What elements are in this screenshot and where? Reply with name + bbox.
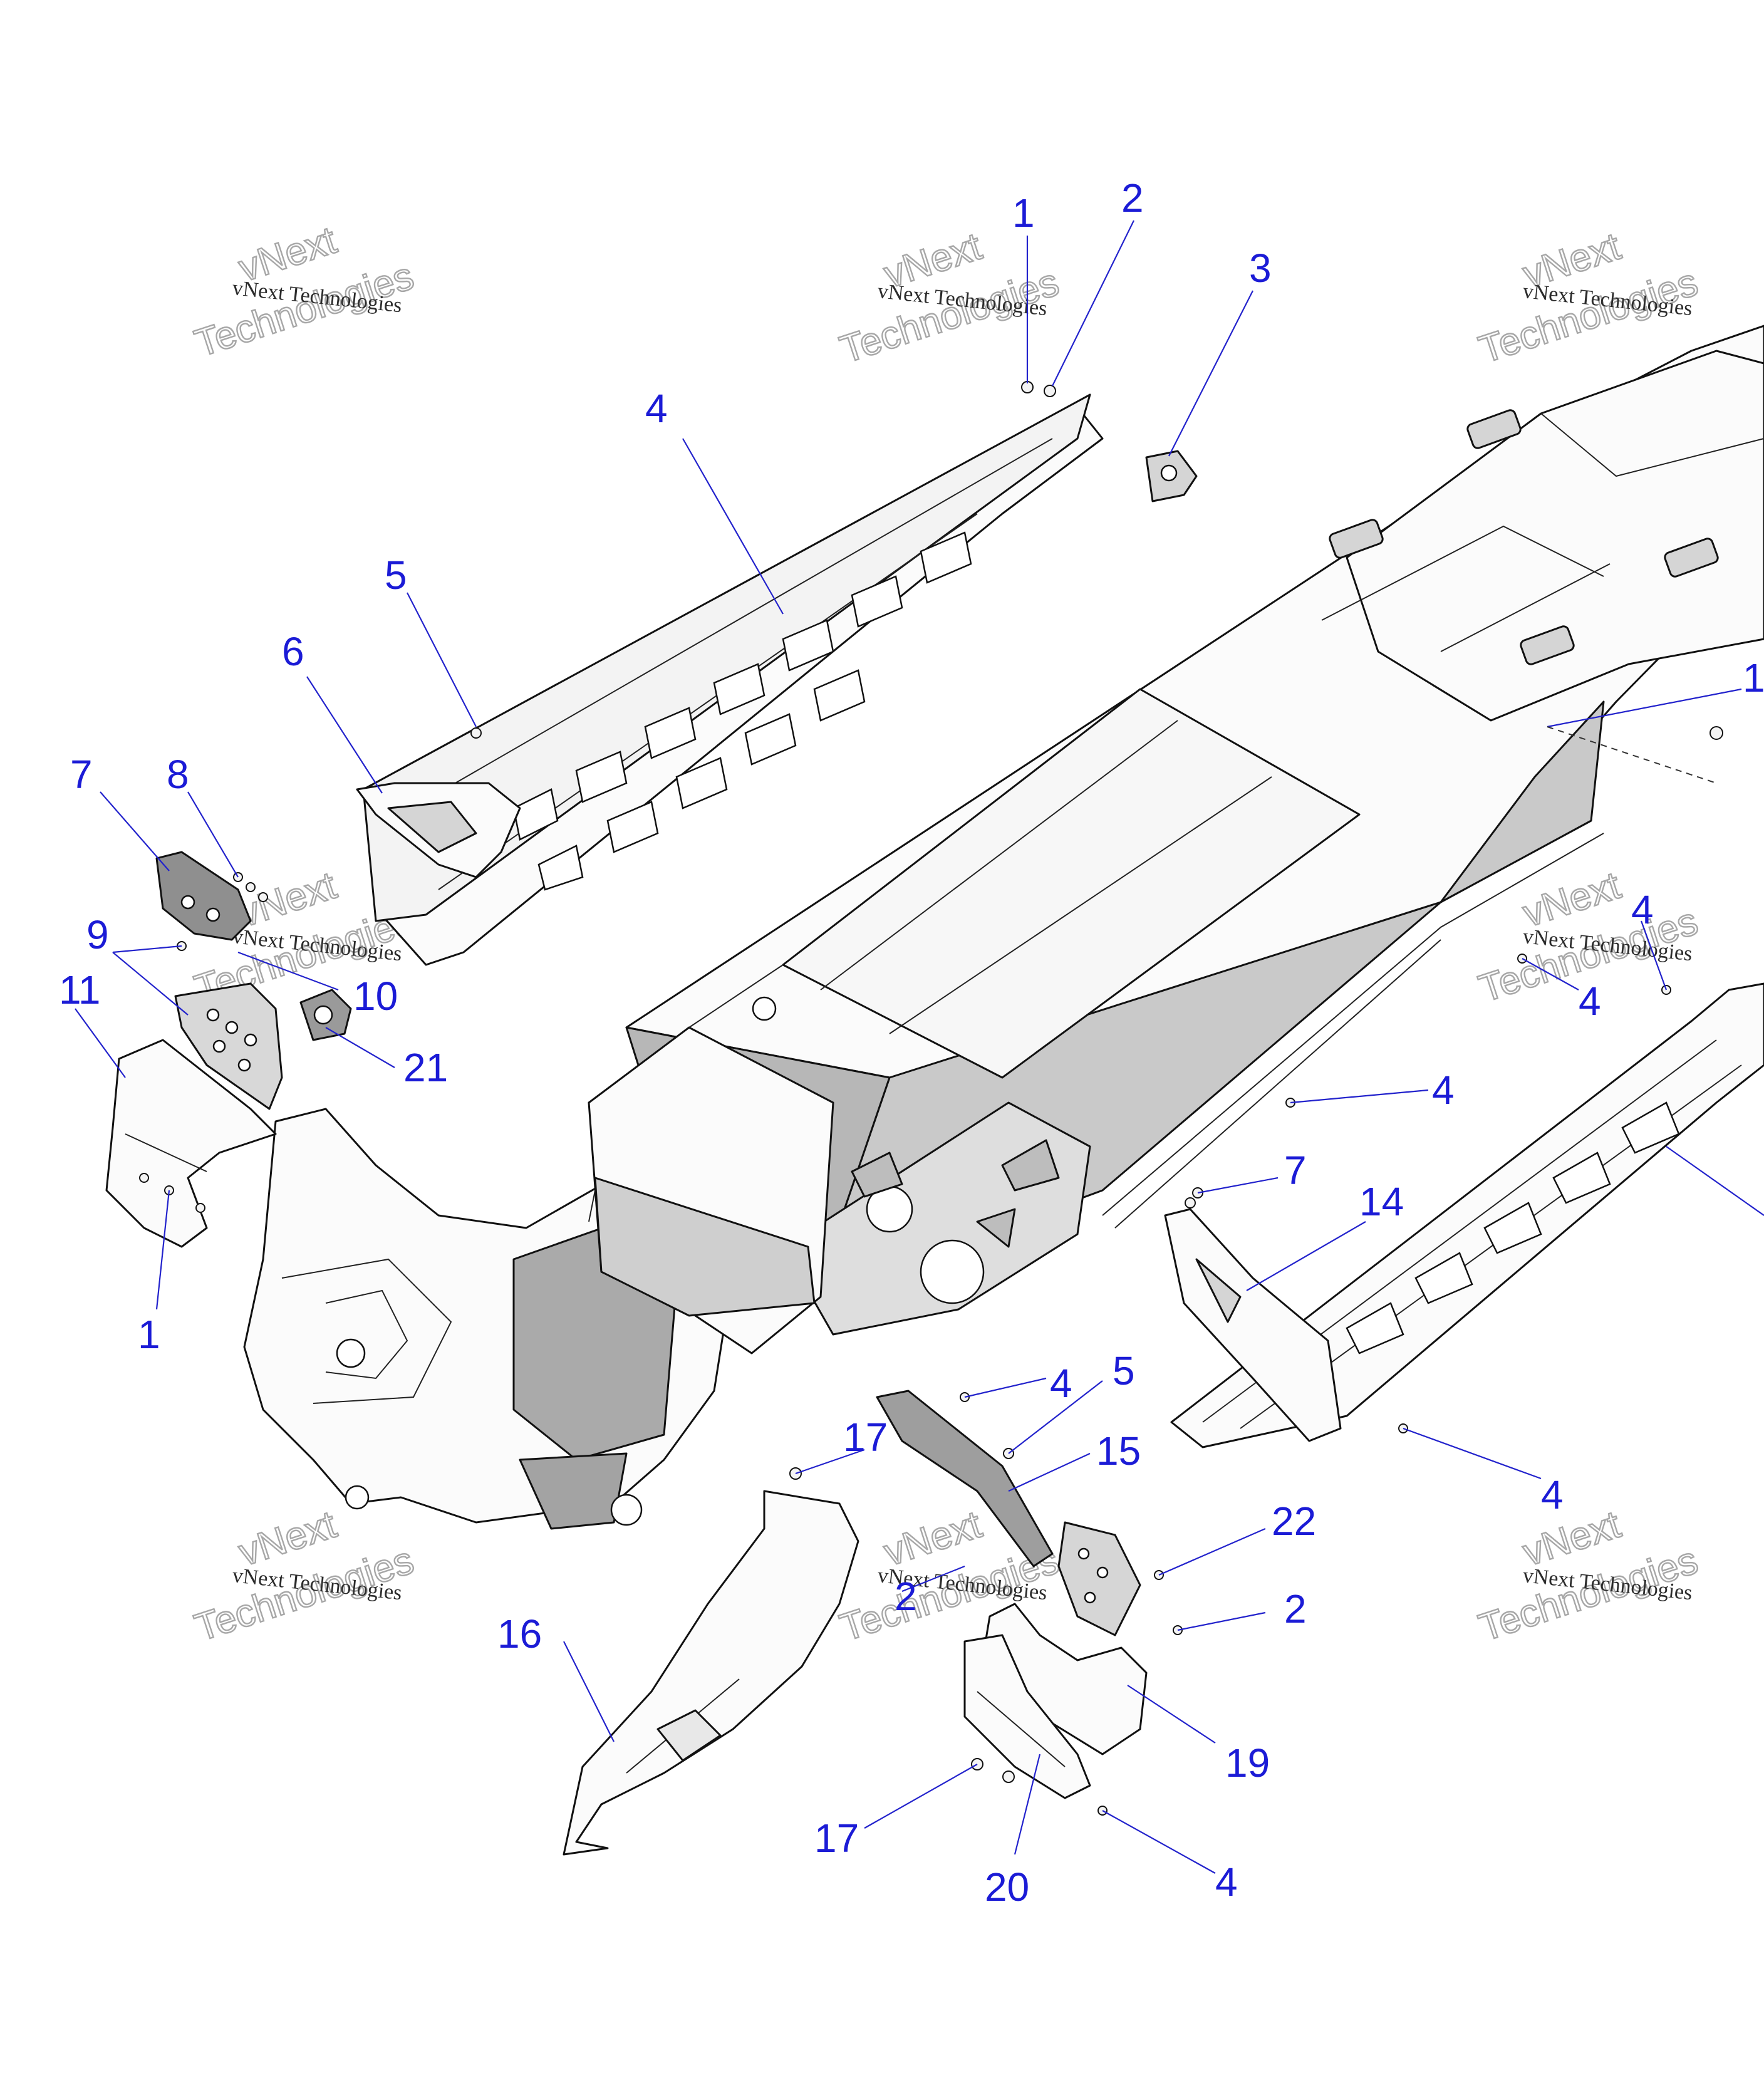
callout-11: 3	[1249, 246, 1272, 291]
callout-20: 20	[985, 1864, 1029, 1910]
callout-4: 4	[1215, 1859, 1238, 1905]
front-frame	[243, 964, 834, 1530]
callout-5: 5	[1113, 1348, 1135, 1393]
callout-4: 1	[138, 1312, 160, 1357]
part-1-cover	[105, 1039, 277, 1248]
callout-4: 8	[167, 752, 189, 797]
callout-15: 15	[1096, 1428, 1141, 1474]
callout-2: 2	[895, 1574, 917, 1619]
callout-3: 7	[70, 752, 93, 797]
part-15-bracket	[876, 1390, 1054, 1568]
toe-hold-upper	[356, 782, 521, 878]
part-16-skid-plate	[563, 1490, 859, 1856]
part-11-bracket	[1145, 450, 1198, 502]
callout-1: 11	[59, 967, 100, 1012]
leader-lines	[75, 220, 1764, 1874]
part-3-bracket	[155, 851, 252, 941]
callout-16: 16	[497, 1611, 542, 1656]
running-board-upper	[362, 393, 1104, 966]
part-20-cover	[963, 1634, 1091, 1799]
part-21-grommet	[299, 989, 352, 1041]
tunnel-side-plate	[807, 1101, 1091, 1336]
watermark-big-1: vNext	[234, 1503, 341, 1575]
callout-7: 5	[385, 553, 407, 598]
running-board-lower	[1164, 982, 1764, 1448]
callout-10: 2	[1121, 175, 1144, 221]
callout-4: 4	[1432, 1068, 1455, 1113]
callout-19: 19	[1225, 1740, 1270, 1786]
watermark-big-1: vNext	[234, 864, 341, 936]
callout-17: 17	[814, 1816, 859, 1861]
callout-14: 14	[1359, 1179, 1404, 1224]
callout-4: 4	[1541, 1472, 1564, 1517]
watermark-top-left: vNext Technologies vNext Technologies	[189, 218, 420, 367]
part-2-plate	[174, 982, 283, 1110]
callout-2: 2	[1284, 1586, 1307, 1631]
callouts: 1 2 3 4 5 6 7 8 9 10 11 21 1 1 4 4 4 7 1…	[59, 175, 1764, 1910]
callout-2: 9	[86, 912, 109, 957]
callout-5: 10	[353, 974, 398, 1019]
callout-4: 4	[1050, 1361, 1072, 1406]
callout-8: 4	[645, 386, 668, 431]
watermark-bottom-right: vNext Technologies vNext Technologies	[1473, 1502, 1704, 1651]
watermark-top-right: vNext Technologies vNext Technologies	[1473, 224, 1704, 373]
watermark-big-1: vNext	[879, 1503, 987, 1575]
callout-22: 22	[1272, 1499, 1316, 1544]
part-2-plate-lower	[1057, 1521, 1141, 1636]
callout-4: 4	[1579, 979, 1601, 1024]
callout-6: 6	[282, 629, 304, 674]
watermark-big-1: vNext	[1518, 1503, 1626, 1575]
callout-7: 7	[1284, 1148, 1307, 1193]
callout-4: 4	[1631, 887, 1654, 932]
running-board-holes	[512, 531, 972, 891]
callout-21: 21	[403, 1045, 448, 1090]
callout-1: 1	[1743, 655, 1764, 700]
watermark-top-center: vNext Technologies vNext Technologies	[834, 224, 1065, 373]
callout-9: 1	[1012, 190, 1035, 236]
callout-17: 17	[843, 1415, 888, 1460]
watermark-big-1: vNext	[1518, 864, 1626, 936]
watermark-bottom-left: vNext Technologies vNext Technologies	[189, 1502, 420, 1651]
